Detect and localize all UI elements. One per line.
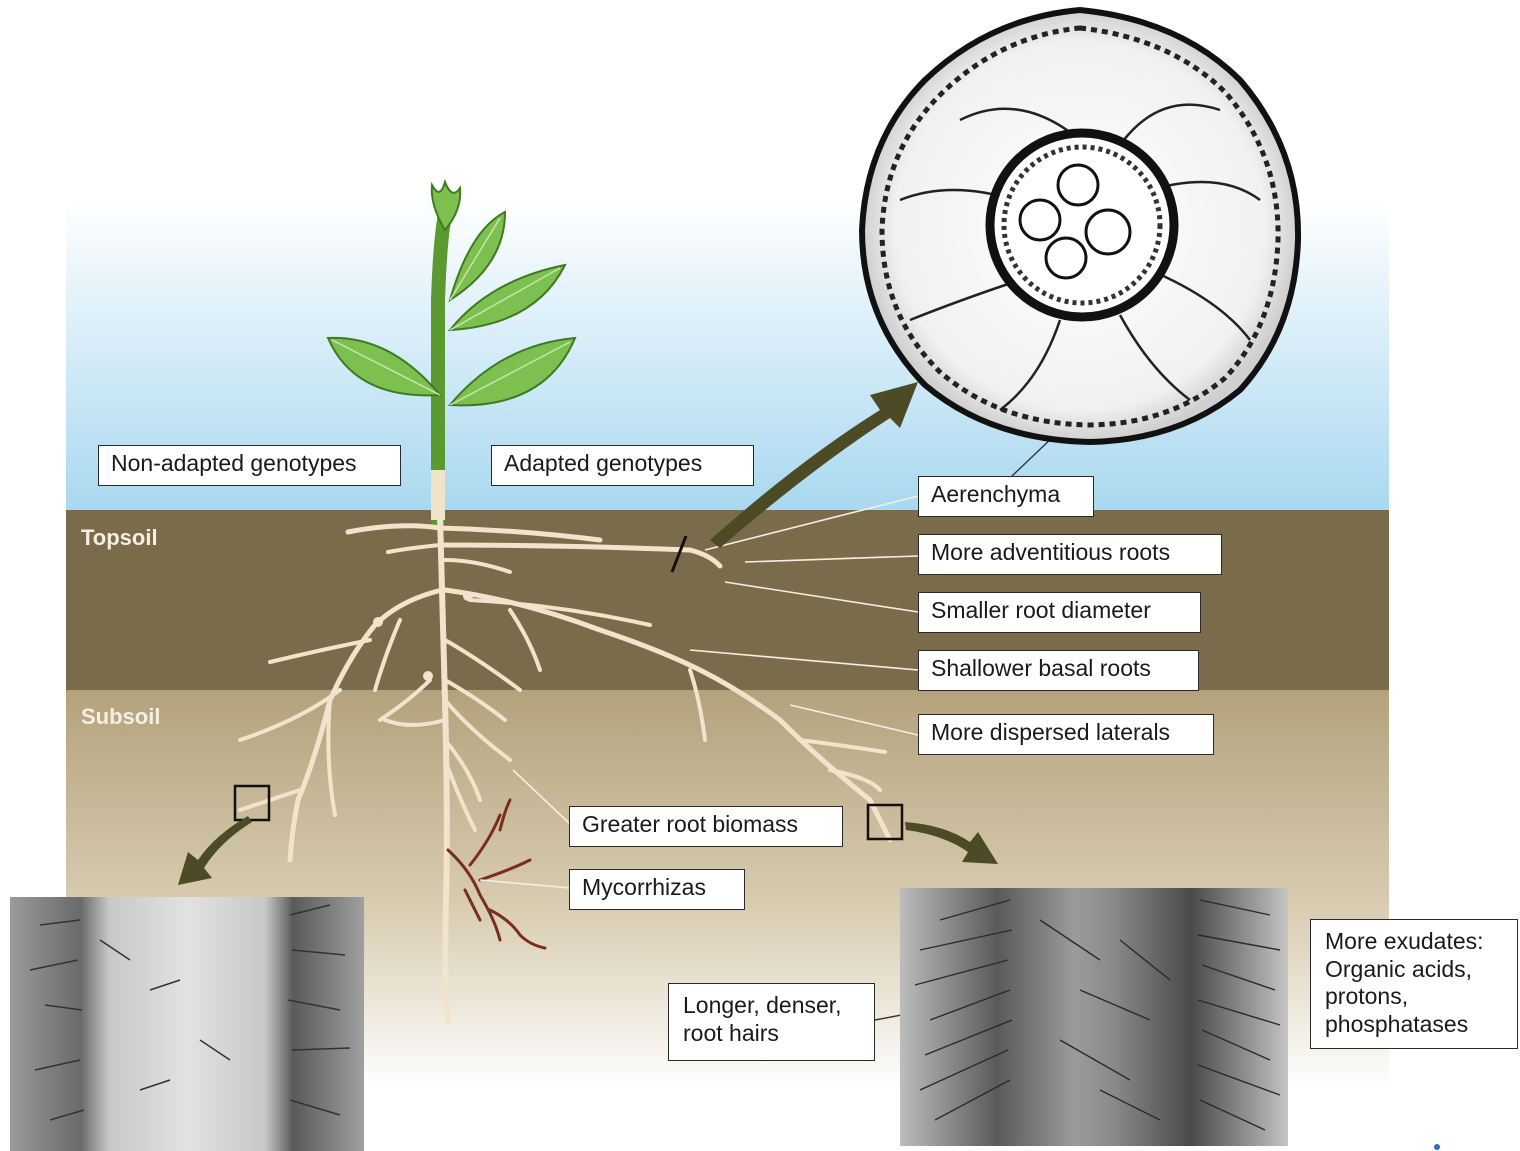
dispersed-laterals-label: More dispersed laterals bbox=[918, 714, 1214, 755]
corner-mark bbox=[1434, 1144, 1440, 1150]
root-hairs-label: Longer, denser, root hairs bbox=[668, 983, 875, 1061]
root-nodule bbox=[423, 671, 433, 681]
exudates-label: More exudates: Organic acids, protons, p… bbox=[1310, 919, 1518, 1049]
root-diameter-label: Smaller root diameter bbox=[918, 592, 1201, 633]
topsoil-label: Topsoil bbox=[81, 525, 158, 551]
non-adapted-genotypes-label: Non-adapted genotypes bbox=[98, 445, 401, 486]
mycorrhizas-label: Mycorrhizas bbox=[569, 869, 745, 910]
root-nodule bbox=[463, 591, 473, 601]
aerenchyma-label: Aerenchyma bbox=[918, 476, 1094, 517]
root-cross-section bbox=[862, 10, 1298, 442]
subsoil-label: Subsoil bbox=[81, 704, 160, 730]
adventitious-roots-label: More adventitious roots bbox=[918, 534, 1222, 575]
micrograph-dense-root-hairs bbox=[900, 888, 1288, 1146]
root-nodule bbox=[373, 617, 383, 627]
adapted-genotypes-label: Adapted genotypes bbox=[491, 445, 754, 486]
root-biomass-label: Greater root biomass bbox=[569, 806, 843, 847]
micrograph-sparse-root-hairs bbox=[10, 897, 364, 1151]
basal-roots-label: Shallower basal roots bbox=[918, 650, 1199, 691]
